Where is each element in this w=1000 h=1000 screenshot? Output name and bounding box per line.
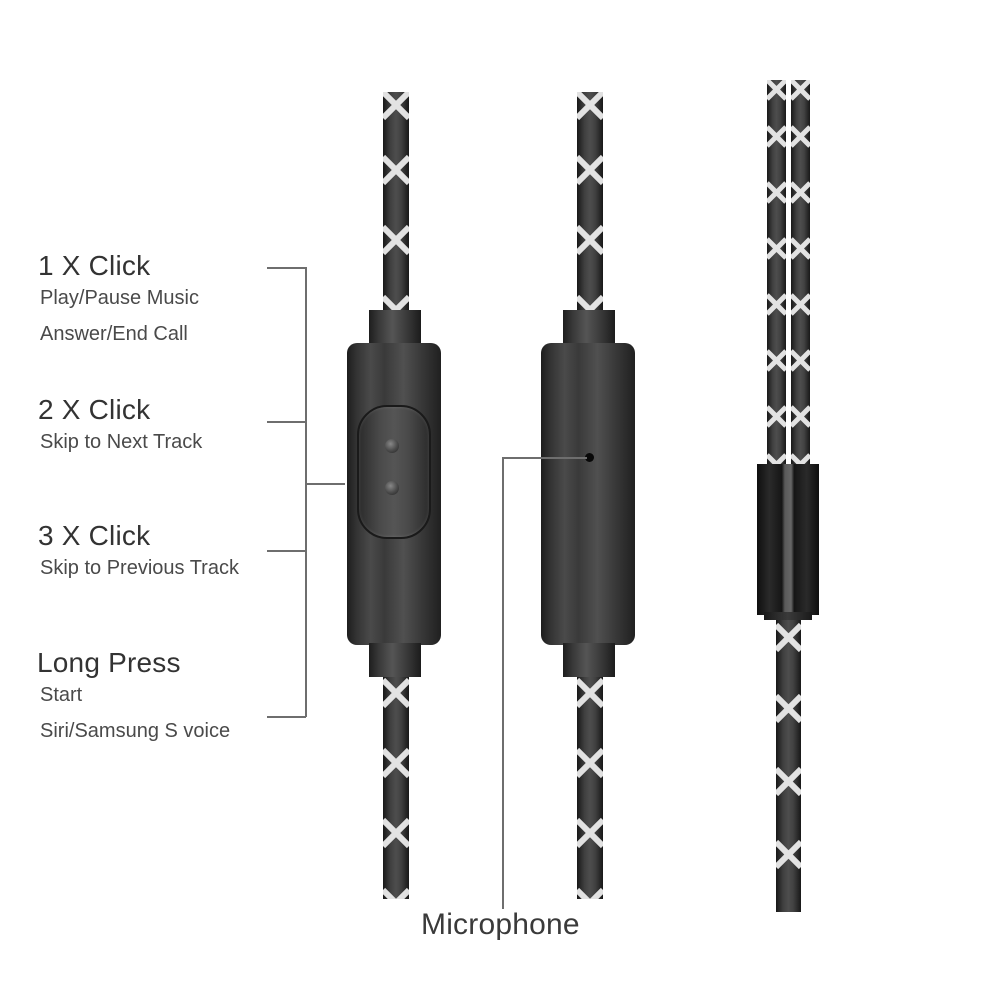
remote-top-collar: [563, 310, 615, 346]
label-2x-click-title: 2 X Click: [38, 394, 151, 425]
braided-cable-top: [383, 92, 409, 312]
label-1x-click-title: 1 X Click: [38, 250, 151, 281]
braid-pattern-icon: [791, 80, 810, 465]
microphone-label: Microphone: [421, 908, 580, 941]
y-splitter-body: [757, 464, 819, 615]
braided-cable-top: [577, 92, 603, 312]
label-long-press-line1: Start: [40, 684, 83, 706]
label-2x-click-line1: Skip to Next Track: [40, 431, 203, 453]
braid-pattern-icon: [767, 80, 786, 465]
label-1x-click-line2: Answer/End Call: [40, 323, 188, 345]
label-long-press-line2: Siri/Samsung S voice: [40, 720, 231, 742]
button-dot-lower-icon: [385, 481, 399, 495]
braid-pattern-icon: [776, 622, 801, 870]
label-1x-click-line1: Play/Pause Music: [40, 287, 199, 309]
braided-cable-left-strand: [767, 80, 786, 465]
multi-function-button[interactable]: [357, 405, 431, 539]
remote-bottom-collar: [563, 643, 615, 677]
label-3x-click-line1: Skip to Previous Track: [40, 557, 239, 579]
braid-pattern-icon: [577, 92, 603, 312]
braided-cable-main: [776, 620, 801, 912]
bracket-to-remote: [305, 483, 345, 485]
braided-cable-right-strand: [791, 80, 810, 465]
leader-1x: [267, 267, 306, 269]
leader-long-press: [267, 716, 306, 718]
label-long-press-title: Long Press: [37, 647, 181, 678]
braid-pattern-icon: [383, 92, 409, 312]
mic-leader-horizontal: [502, 457, 587, 459]
inline-remote-body: [347, 343, 441, 645]
braided-cable-bottom: [577, 677, 603, 899]
braid-pattern-icon: [383, 677, 409, 899]
y-splitter-base: [764, 612, 812, 620]
leader-2x: [267, 421, 306, 423]
button-dot-upper-icon: [385, 439, 399, 453]
braid-pattern-icon: [577, 677, 603, 899]
mic-leader-vertical: [502, 457, 504, 909]
braided-cable-bottom: [383, 677, 409, 899]
bracket-vertical: [305, 267, 307, 717]
microphone-hole-icon: [585, 453, 594, 462]
remote-top-collar: [369, 310, 421, 346]
remote-bottom-collar: [369, 643, 421, 677]
label-3x-click-title: 3 X Click: [38, 520, 151, 551]
mic-remote-body: [541, 343, 635, 645]
leader-3x: [267, 550, 306, 552]
